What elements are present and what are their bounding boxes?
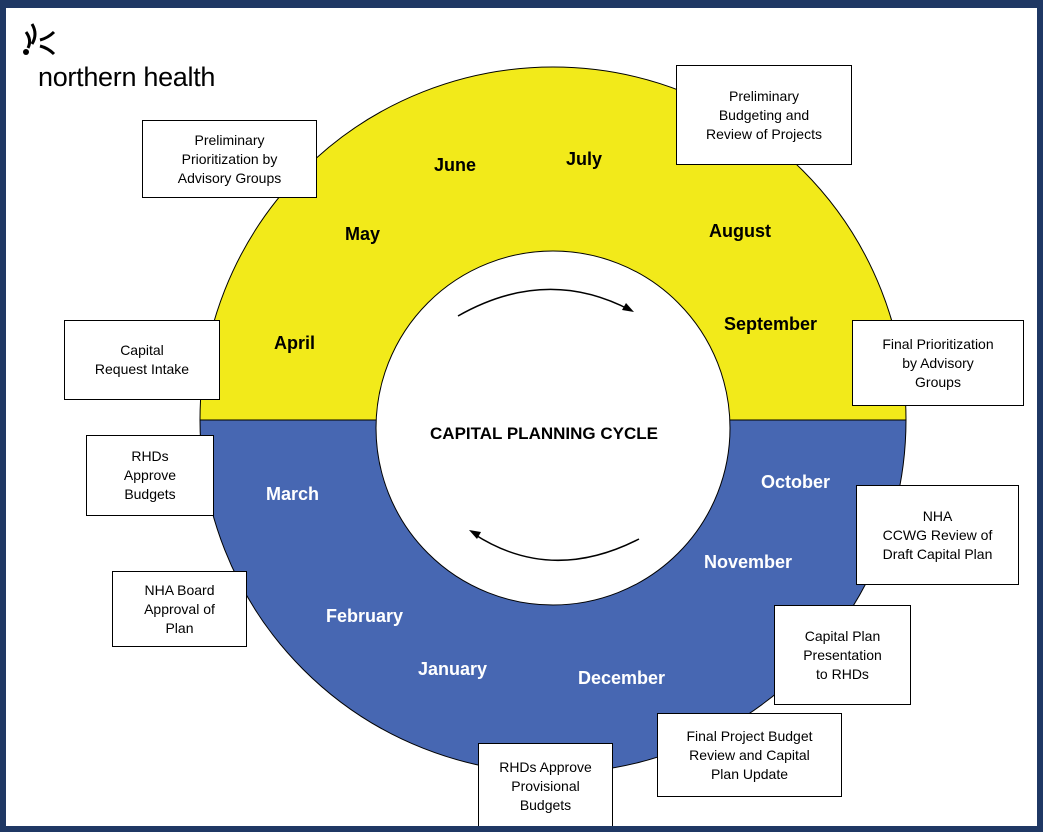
northern-health-logo: northern health xyxy=(18,16,268,96)
month-february: February xyxy=(326,606,403,626)
month-august: August xyxy=(709,221,771,241)
clockwise-arrow-top xyxy=(457,288,631,317)
box-nha-ccwg-review: NHA CCWG Review of Draft Capital Plan xyxy=(856,485,1019,585)
month-december: December xyxy=(578,668,665,688)
box-preliminary-budgeting: Preliminary Budgeting and Review of Proj… xyxy=(676,65,852,165)
box-final-prioritization: Final Prioritization by Advisory Groups xyxy=(852,320,1024,406)
month-june: June xyxy=(434,155,476,175)
box-capital-request-intake: Capital Request Intake xyxy=(64,320,220,400)
box-capital-plan-presentation: Capital Plan Presentation to RHDs xyxy=(774,605,911,705)
clockwise-arrow-bottom xyxy=(473,533,640,561)
box-preliminary-prioritization: Preliminary Prioritization by Advisory G… xyxy=(142,120,317,198)
logo-text: northern health xyxy=(38,62,216,92)
month-july: July xyxy=(566,149,602,169)
month-march: March xyxy=(266,484,319,504)
month-april: April xyxy=(274,333,315,353)
box-final-project-budget: Final Project Budget Review and Capital … xyxy=(657,713,842,797)
box-rhds-approve-budgets: RHDs Approve Budgets xyxy=(86,435,214,516)
clockwise-arrowhead-top xyxy=(622,303,634,312)
clockwise-arrowhead-bottom xyxy=(469,530,481,539)
slide-canvas: CAPITAL PLANNING CYCLE June July May Aug… xyxy=(6,8,1037,826)
box-rhds-approve-provisional: RHDs Approve Provisional Budgets xyxy=(478,743,613,826)
month-september: September xyxy=(724,314,817,334)
month-january: January xyxy=(418,659,487,679)
box-nha-board-approval: NHA Board Approval of Plan xyxy=(112,571,247,647)
month-october: October xyxy=(761,472,830,492)
inner-circle xyxy=(375,250,731,606)
logo-figure-icon xyxy=(23,23,56,56)
center-title: CAPITAL PLANNING CYCLE xyxy=(430,424,658,443)
month-november: November xyxy=(704,552,792,572)
month-may: May xyxy=(345,224,380,244)
